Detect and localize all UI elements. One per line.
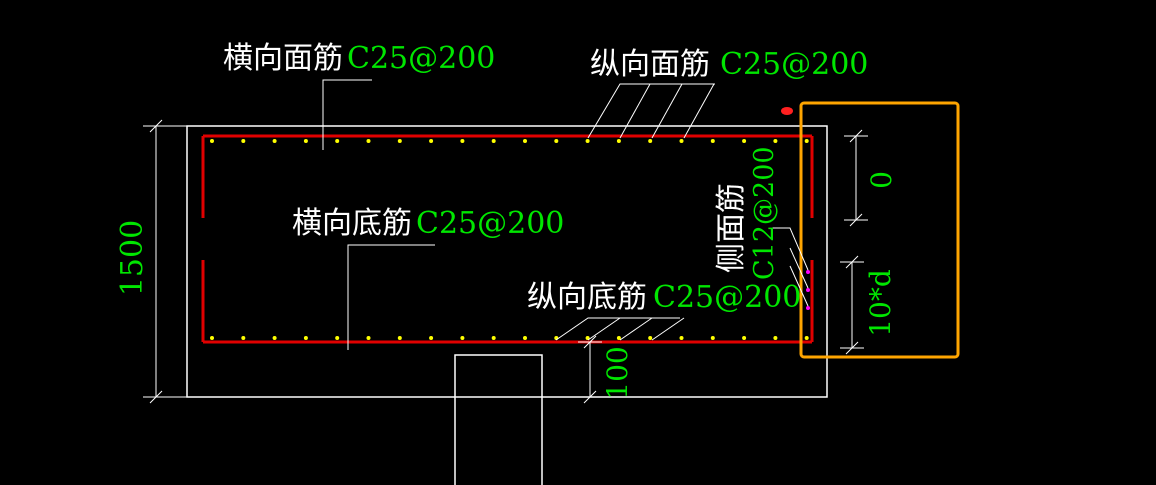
dimension-side-length — [840, 255, 864, 355]
rebar-dot — [460, 336, 465, 340]
rebar-dot — [272, 336, 277, 340]
side-dot — [806, 270, 810, 274]
red-marker — [781, 107, 793, 115]
bottom-rebar-dots — [210, 336, 809, 340]
column-stub — [454, 354, 543, 485]
concrete-outline — [186, 125, 828, 398]
top-gap-dimension-text: 0 — [865, 171, 898, 189]
rebar-dot — [366, 139, 371, 143]
rebar-dot — [616, 139, 621, 143]
rebar-dot — [710, 139, 715, 143]
leader-hatch — [651, 317, 685, 341]
rebar-dot — [210, 336, 214, 340]
rebar-dot — [335, 336, 340, 340]
rebar-dot — [491, 336, 496, 340]
side-rebar-dots — [806, 270, 810, 310]
rebar-dot — [804, 336, 809, 340]
rebar-dot — [272, 139, 277, 143]
leader-hatch — [789, 265, 809, 307]
rebar-dot — [303, 336, 308, 340]
side-label: 侧面筋 — [714, 183, 749, 273]
rebar-dot — [616, 336, 621, 340]
rebar-dot — [523, 336, 527, 340]
highlight-box[interactable] — [799, 101, 960, 359]
rebar-dot — [429, 139, 434, 143]
rebar-dot — [554, 139, 559, 143]
rebar-dot — [241, 139, 246, 143]
rebar-dot — [648, 336, 653, 340]
dimension-cover — [578, 335, 602, 404]
leader-top-transverse — [322, 79, 372, 150]
leader-lines — [322, 79, 809, 350]
rebar-lines — [201, 134, 814, 344]
dimension-height — [143, 119, 187, 404]
rebar-dot — [335, 139, 340, 143]
rebar-dot — [491, 139, 496, 143]
rebar-dot — [397, 336, 402, 340]
rebar-dot — [773, 336, 778, 340]
rebar-dot — [585, 139, 590, 143]
rebar-dot — [303, 139, 308, 143]
rebar-dot — [679, 336, 684, 340]
rebar-dot — [742, 336, 747, 340]
rebar-dot — [397, 139, 402, 143]
leader-hatch — [683, 83, 715, 139]
height-dimension-text: 1500 — [115, 220, 150, 296]
side-dot — [806, 288, 810, 292]
rebar-dot — [742, 139, 747, 143]
rebar-dot — [523, 139, 527, 143]
side-length-dimension-text: 10*d — [864, 269, 897, 337]
rebar-dot — [241, 336, 246, 340]
leader-hatch — [619, 83, 651, 139]
rebar-dot — [773, 139, 778, 143]
dimension-top-gap — [844, 129, 868, 227]
rebar-dot — [804, 139, 809, 143]
leader-hatch — [651, 83, 683, 139]
rebar-dot — [460, 139, 465, 143]
rebar-dot — [710, 336, 715, 340]
top-rebar-dots — [210, 139, 809, 143]
side-dot — [806, 306, 810, 310]
rebar-dot — [429, 336, 434, 340]
rebar-dot — [679, 139, 684, 143]
leader-hatch — [789, 247, 809, 289]
leader-bottom-transverse — [347, 244, 435, 350]
leader-hatch — [619, 317, 653, 341]
leader-side — [772, 227, 809, 271]
side-spec-label: C12@200 — [749, 146, 780, 280]
rebar-dot — [210, 139, 214, 143]
rebar-dot — [366, 336, 371, 340]
rebar-dot — [648, 139, 653, 143]
leader-bottom-longitudinal — [555, 317, 680, 341]
leader-hatch — [587, 317, 621, 341]
leader-top-longitudinal-base — [587, 83, 715, 139]
cover-dimension-text: 100 — [601, 346, 634, 399]
